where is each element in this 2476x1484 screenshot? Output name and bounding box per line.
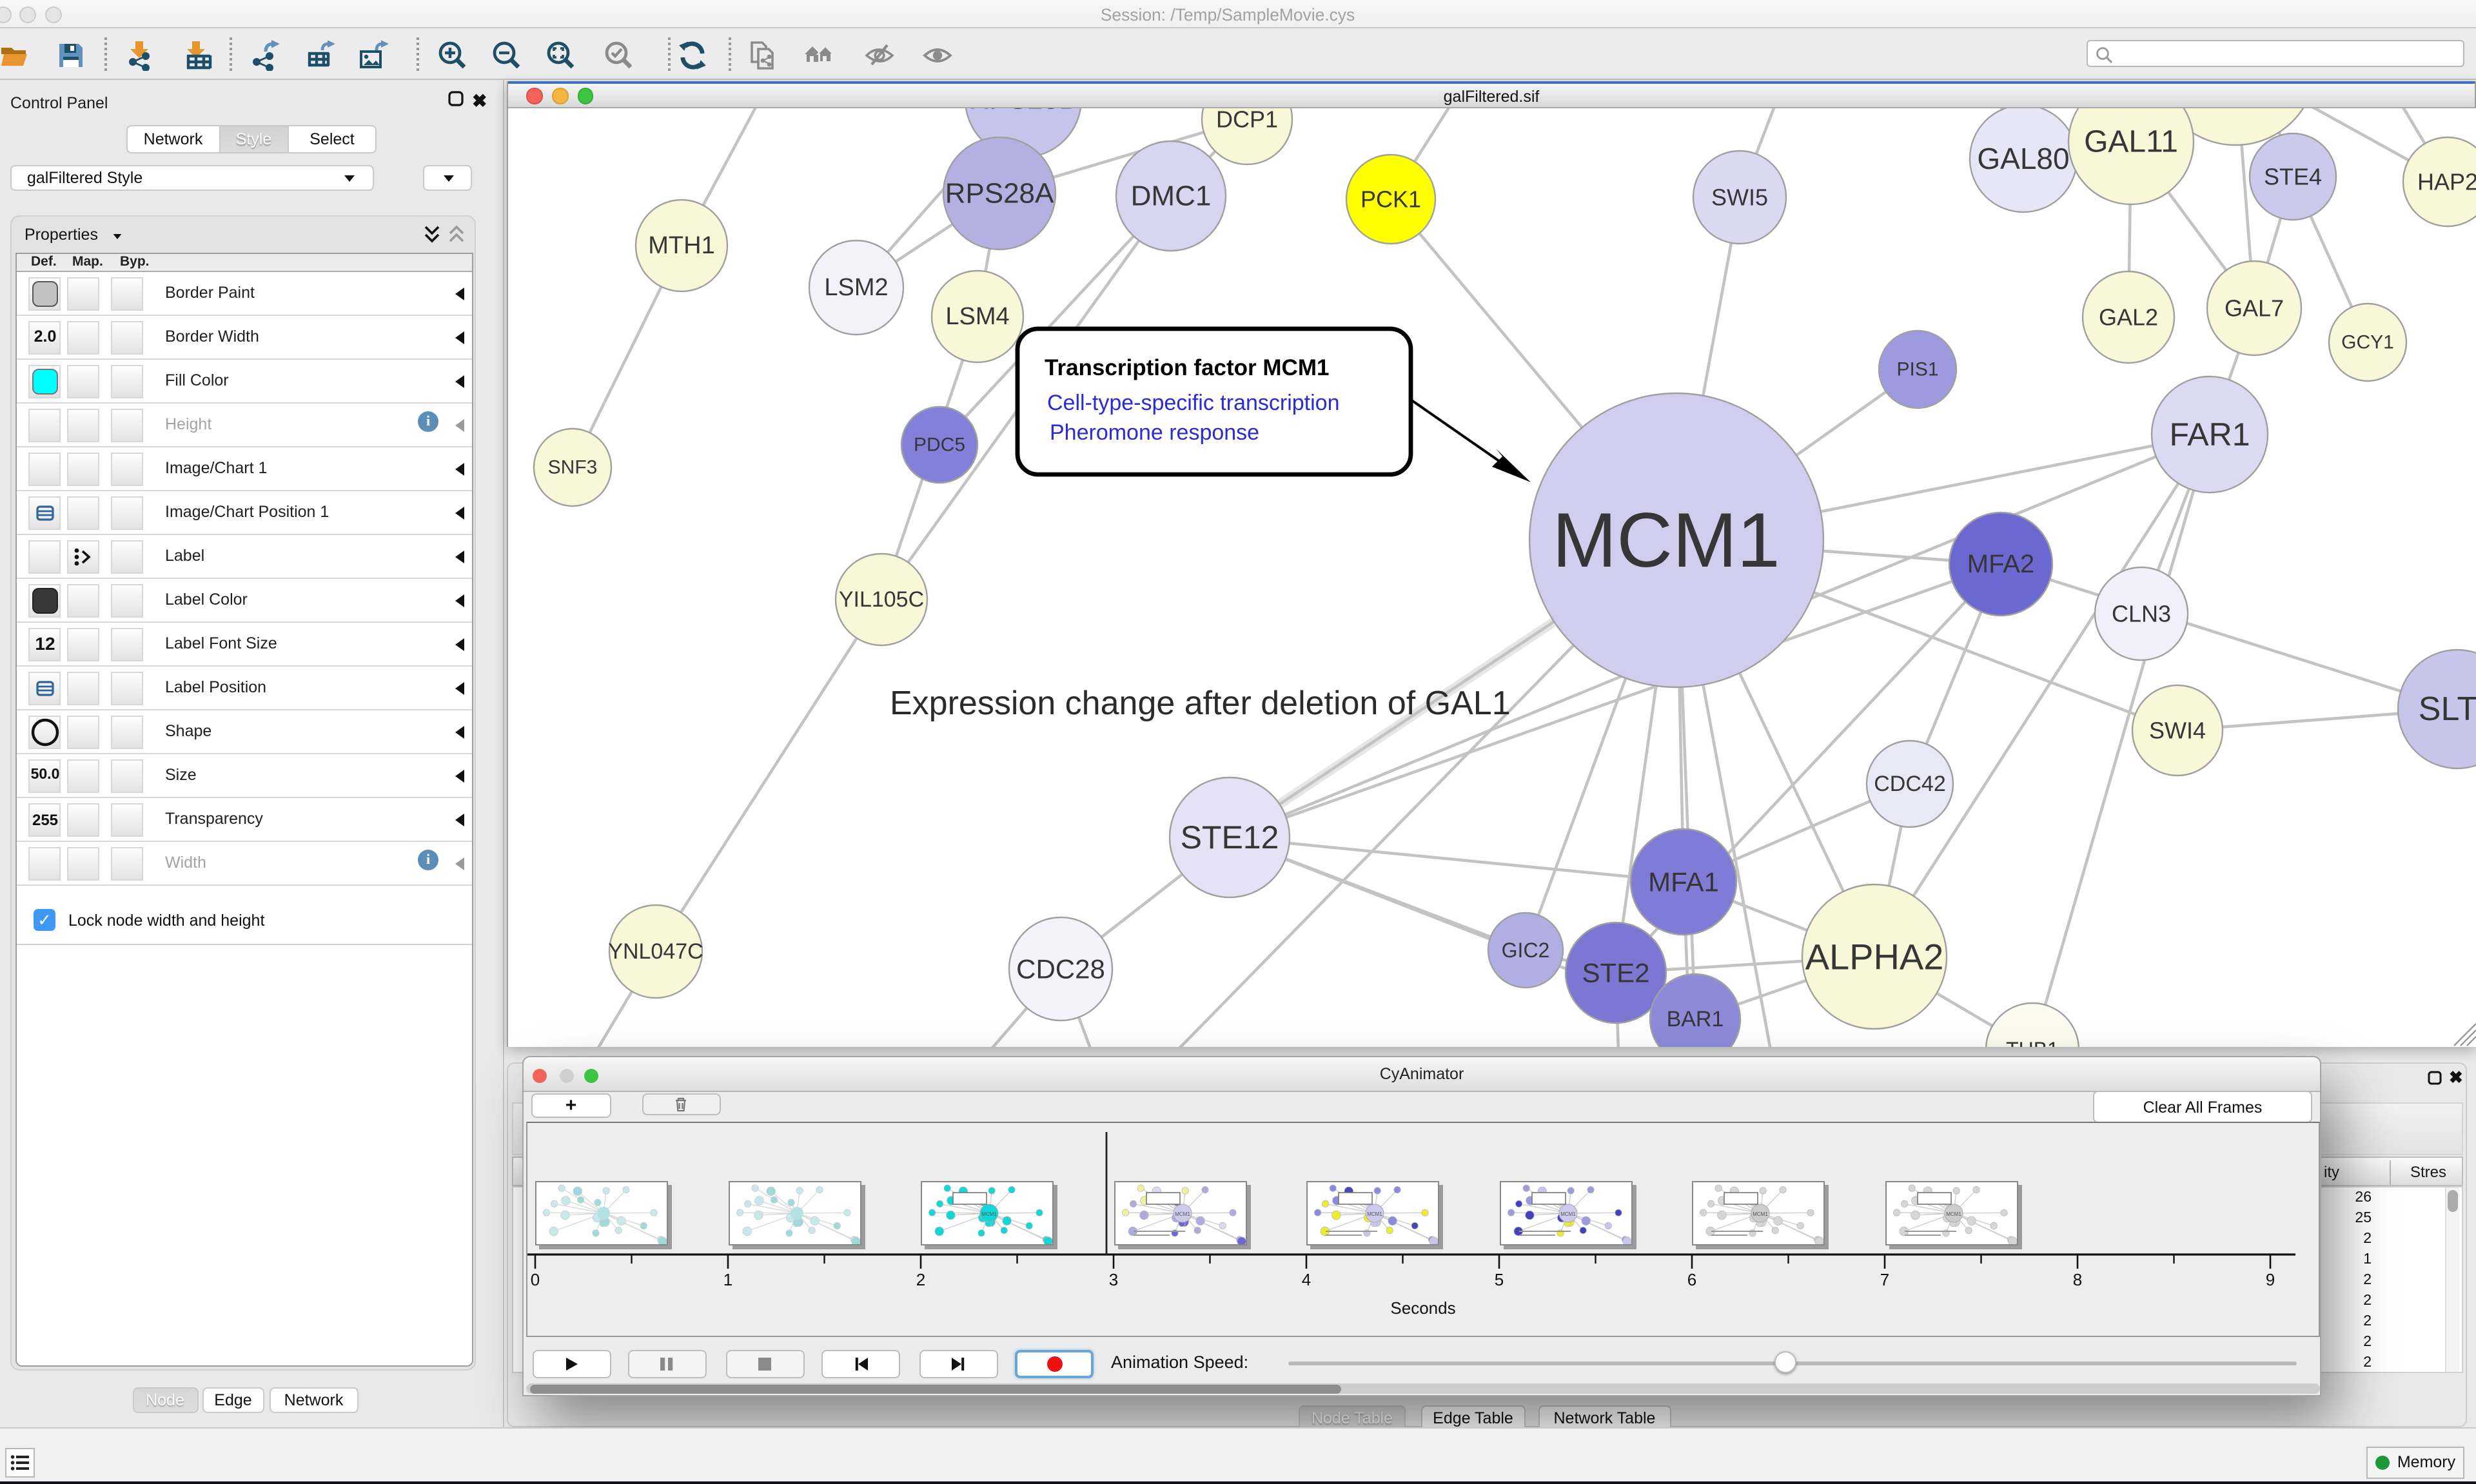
svg-text:MCM1: MCM1: [1753, 1211, 1768, 1217]
svg-text:HAP2: HAP2: [2417, 169, 2476, 195]
svg-text:MFA2: MFA2: [1967, 550, 2034, 578]
svg-text:LSM2: LSM2: [824, 274, 888, 301]
svg-text:GAL7: GAL7: [2225, 295, 2284, 322]
svg-text:MCM1: MCM1: [1174, 1211, 1190, 1217]
svg-text:Transcription factor MCM1: Transcription factor MCM1: [1045, 355, 1329, 380]
svg-text:MCM1: MCM1: [981, 1211, 997, 1217]
svg-text:Cell-type-specific transcripti: Cell-type-specific transcription: [1047, 391, 1340, 415]
svg-text:Pheromone response: Pheromone response: [1050, 420, 1259, 445]
svg-text:MCM1: MCM1: [1367, 1211, 1382, 1217]
svg-text:SNF3: SNF3: [548, 457, 598, 478]
svg-text:PDC5: PDC5: [914, 434, 965, 456]
svg-text:SWI5: SWI5: [1711, 184, 1768, 211]
svg-text:TUB1: TUB1: [2006, 1038, 2059, 1047]
svg-text:MCM1: MCM1: [1552, 497, 1780, 583]
svg-text:MFA1: MFA1: [1648, 867, 1719, 897]
svg-text:STE2: STE2: [1582, 958, 1649, 988]
svg-text:MCM1: MCM1: [1945, 1211, 1961, 1217]
svg-text:GIC2: GIC2: [1502, 939, 1550, 962]
svg-text:GAL80: GAL80: [1977, 142, 2069, 175]
svg-text:DMC1: DMC1: [1131, 181, 1212, 212]
svg-text:CDC42: CDC42: [1874, 772, 1945, 796]
svg-text:RPS28A: RPS28A: [945, 178, 1054, 210]
svg-text:MTH1: MTH1: [648, 232, 714, 259]
svg-text:RPS28B: RPS28B: [969, 108, 1078, 115]
svg-text:LSM4: LSM4: [945, 303, 1009, 330]
svg-text:FAR1: FAR1: [2169, 416, 2250, 453]
svg-text:Expression change after deleti: Expression change after deletion of GAL1: [890, 685, 1511, 722]
svg-text:ALPHA2: ALPHA2: [1805, 937, 1944, 977]
svg-text:STE12: STE12: [1181, 819, 1279, 855]
svg-text:GAL11: GAL11: [2084, 125, 2178, 159]
svg-text:MCM1: MCM1: [1560, 1211, 1575, 1217]
svg-text:CDC28: CDC28: [1016, 954, 1105, 984]
svg-text:BAR1: BAR1: [1667, 1007, 1724, 1031]
svg-text:GCY1: GCY1: [2341, 332, 2394, 353]
svg-text:YNL047C: YNL047C: [608, 939, 703, 964]
svg-text:STE4: STE4: [2264, 164, 2322, 190]
svg-text:GAL2: GAL2: [2099, 304, 2158, 331]
svg-text:YIL105C: YIL105C: [839, 587, 924, 612]
svg-text:DCP1: DCP1: [1216, 108, 1278, 133]
svg-text:SLT2: SLT2: [2419, 690, 2476, 728]
svg-text:PCK1: PCK1: [1361, 186, 1421, 213]
svg-text:CLN3: CLN3: [2112, 601, 2171, 627]
svg-text:SWI4: SWI4: [2149, 718, 2206, 744]
svg-text:PIS1: PIS1: [1896, 359, 1938, 380]
